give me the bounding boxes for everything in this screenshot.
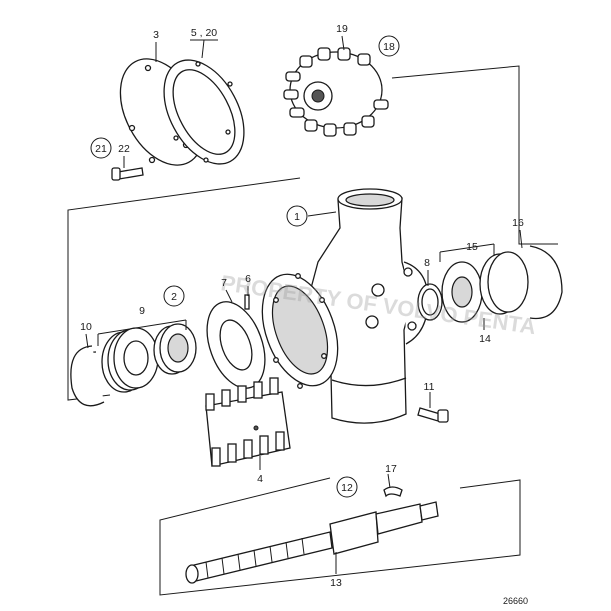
- ball-bearings: [441, 251, 529, 323]
- label-part-22: 22: [118, 143, 130, 155]
- circlip-right: [529, 245, 563, 320]
- label-part-6: 6: [245, 273, 251, 285]
- label-part-3: 3: [153, 29, 159, 41]
- label-part-10: 10: [80, 321, 92, 333]
- label-part-2: 2: [171, 291, 177, 303]
- figure-reference-number: 26660: [503, 596, 528, 606]
- label-part-11: 11: [424, 381, 435, 393]
- part-number-labels: 3 5 , 20 19 18 21 22 1 2 9 10 7 6 8 15 1…: [80, 23, 524, 589]
- locating-pin: [244, 294, 250, 310]
- cover-gasket: [163, 59, 245, 165]
- housing-screw: [417, 407, 449, 423]
- label-part-16: 16: [512, 217, 524, 229]
- o-ring: [417, 283, 443, 321]
- label-part-15: 15: [466, 241, 478, 253]
- label-part-8: 8: [424, 257, 430, 269]
- label-part-18: 18: [383, 41, 395, 53]
- label-part-12: 12: [341, 482, 353, 494]
- wear-plate: [206, 301, 266, 389]
- label-part-5-20: 5 , 20: [191, 27, 217, 39]
- label-part-13: 13: [330, 577, 342, 589]
- shaft-seal-assembly: [101, 323, 197, 393]
- leader-lines: [85, 35, 523, 574]
- shaft-key: [383, 486, 403, 498]
- upper-frame-outline: [391, 65, 558, 245]
- label-part-14: 14: [479, 333, 491, 345]
- cover-screw: [111, 167, 144, 181]
- label-part-17: 17: [385, 463, 397, 475]
- circlip-left: [70, 345, 105, 407]
- pump-shaft: [185, 501, 439, 584]
- label-part-19: 19: [336, 23, 348, 35]
- circled-reference-markers: [90, 35, 400, 498]
- impeller: [283, 47, 389, 137]
- lower-frame-outline: [159, 477, 521, 596]
- label-part-21: 21: [95, 143, 107, 155]
- housing-front-flange: [261, 273, 339, 389]
- cam-segment: [205, 377, 291, 467]
- label-part-4: 4: [257, 473, 263, 485]
- label-part-7: 7: [221, 277, 227, 289]
- label-part-9: 9: [139, 305, 145, 317]
- label-part-1: 1: [294, 211, 300, 223]
